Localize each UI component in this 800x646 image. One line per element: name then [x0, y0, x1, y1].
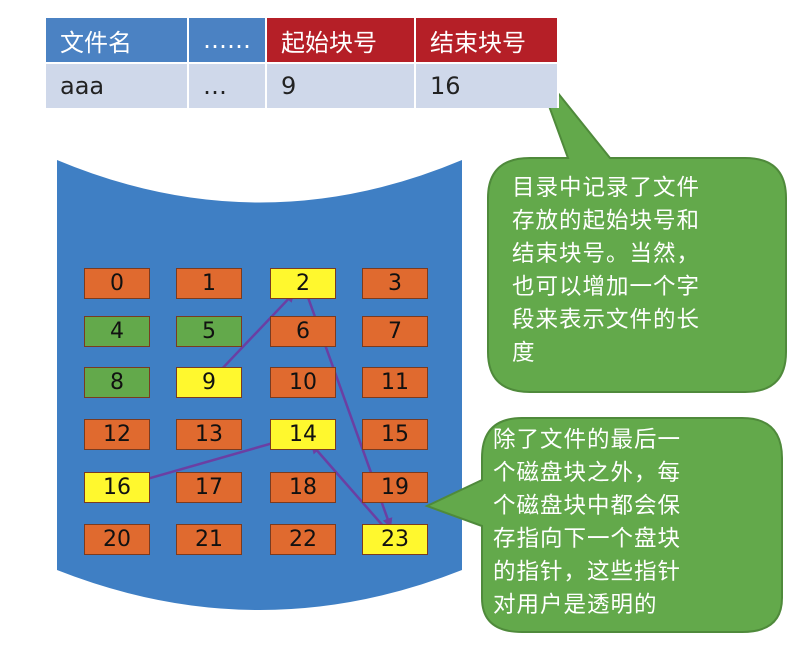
disk-block-4: 4 — [84, 316, 150, 347]
disk-block-9: 9 — [176, 367, 242, 398]
pointer-arrow-14-to-16 — [128, 435, 296, 487]
disk-block-6: 6 — [270, 316, 336, 347]
disk-block-14: 14 — [270, 419, 336, 450]
disk-block-11: 11 — [362, 367, 428, 398]
header-start-block: 起始块号 — [267, 18, 416, 62]
pointer-arrow-23-to-14 — [310, 443, 391, 535]
disk-block-19: 19 — [362, 472, 428, 503]
disk-block-22: 22 — [270, 524, 336, 555]
disk-block-23: 23 — [362, 524, 428, 555]
disk-block-21: 21 — [176, 524, 242, 555]
header-ellipsis: …… — [189, 18, 267, 62]
cell-start-block: 9 — [267, 62, 416, 108]
disk-block-8: 8 — [84, 367, 150, 398]
cell-end-block: 16 — [416, 62, 559, 108]
disk-block-0: 0 — [84, 268, 150, 299]
disk-block-13: 13 — [176, 419, 242, 450]
disk-cylinder — [57, 160, 462, 610]
header-end-block: 结束块号 — [416, 18, 559, 62]
pointer-arrow-9-to-2 — [213, 292, 295, 378]
disk-block-18: 18 — [270, 472, 336, 503]
callout-pointer-text: 除了文件的最后一 个磁盘块之外，每 个磁盘块中都会保 存指向下一个盘块 的指针，… — [493, 427, 682, 618]
cell-filename: aaa — [46, 62, 189, 108]
callout-directory-bubble — [487, 61, 787, 393]
disk-block-2: 2 — [270, 268, 336, 299]
directory-table: 文件名 …… 起始块号 结束块号 aaa … 9 16 — [46, 18, 559, 108]
disk-block-7: 7 — [362, 316, 428, 347]
disk-block-15: 15 — [362, 419, 428, 450]
disk-block-3: 3 — [362, 268, 428, 299]
disk-block-12: 12 — [84, 419, 150, 450]
disk-block-17: 17 — [176, 472, 242, 503]
disk-block-1: 1 — [176, 268, 242, 299]
disk-block-16: 16 — [84, 472, 150, 503]
header-filename: 文件名 — [46, 18, 189, 62]
callout-pointer-bubble — [424, 417, 783, 633]
table-row: aaa … 9 16 — [46, 62, 559, 108]
disk-block-5: 5 — [176, 316, 242, 347]
callout-directory-text: 目录中记录了文件 存放的起始块号和 结束块号。当然， 也可以增加一个字 段来表示… — [512, 175, 701, 366]
disk-block-10: 10 — [270, 367, 336, 398]
table-header-row: 文件名 …… 起始块号 结束块号 — [46, 18, 559, 62]
cell-ellipsis: … — [189, 62, 267, 108]
disk-block-20: 20 — [84, 524, 150, 555]
